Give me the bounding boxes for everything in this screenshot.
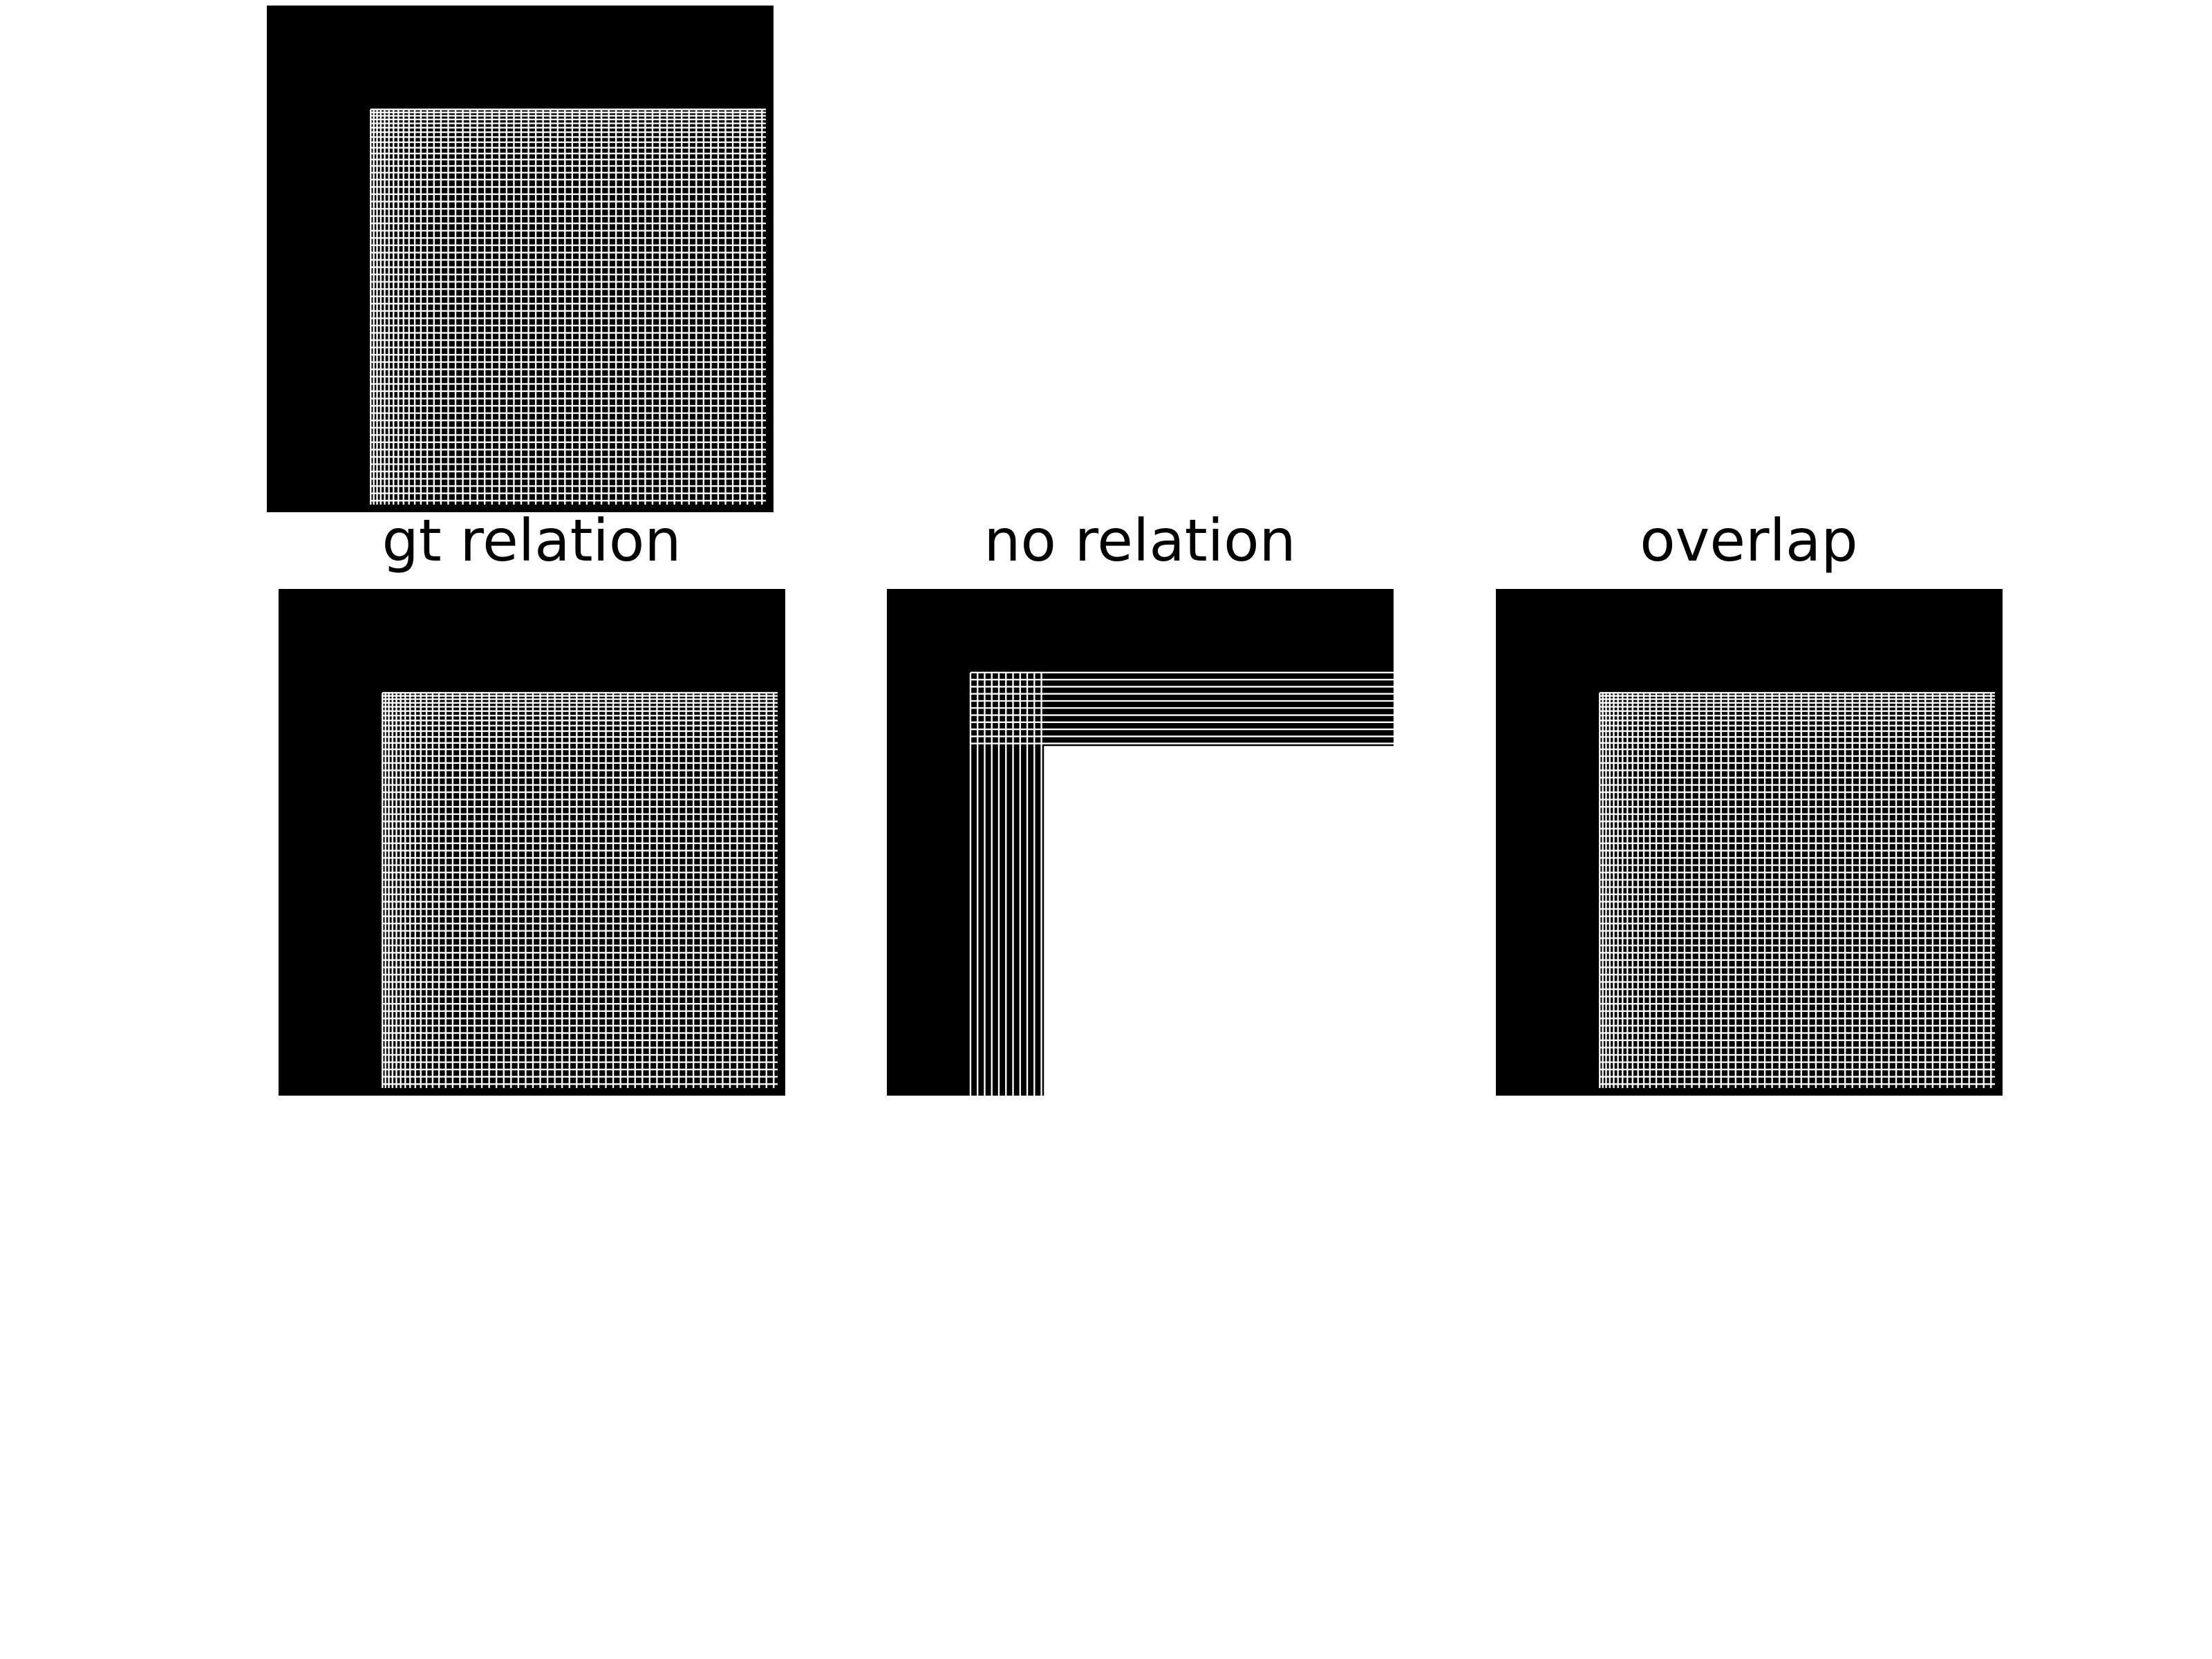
- pattern-graphic: [1599, 692, 1996, 1089]
- input-pattern-panel: [267, 6, 774, 512]
- pattern-graphic: [969, 671, 1394, 1096]
- no-relation-title: no relation: [984, 507, 1296, 574]
- pattern-graphic: [382, 692, 778, 1089]
- overlap-panel: [1496, 589, 2003, 1096]
- pattern-graphic: [370, 109, 767, 505]
- overlap-title: overlap: [1640, 507, 1858, 574]
- gt-relation-panel: [279, 589, 785, 1096]
- gt-relation-title: gt relation: [382, 507, 682, 574]
- no-relation-panel: [887, 589, 1394, 1096]
- blank-region: [1044, 746, 1394, 1096]
